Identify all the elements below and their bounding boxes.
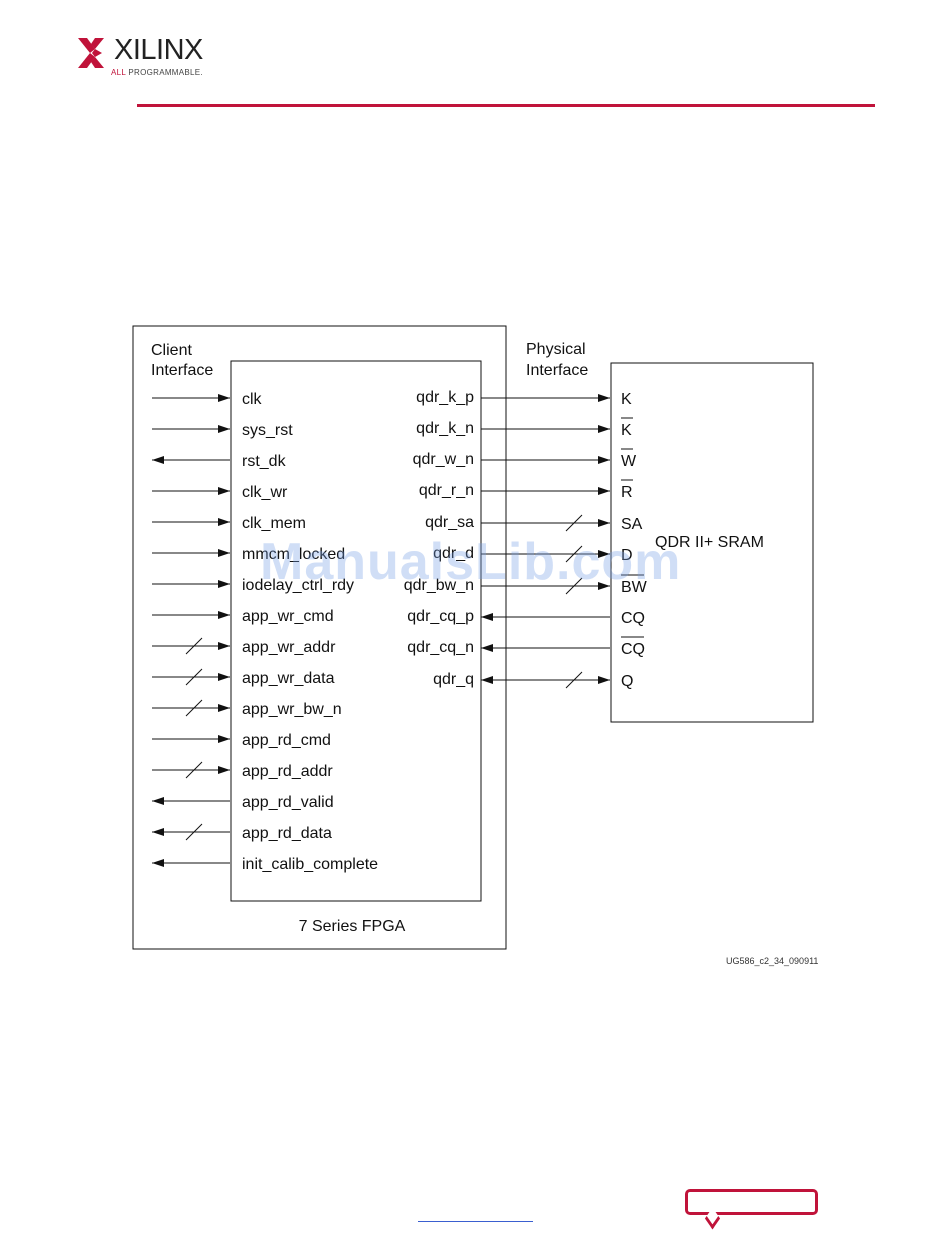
signal-label-qdr_cq_p: qdr_cq_p	[407, 608, 474, 625]
signal-label-iodelay_ctrl_rdy: iodelay_ctrl_rdy	[242, 577, 354, 594]
figure-id: UG586_c2_34_090911	[726, 956, 819, 966]
sram-pin-w: W	[621, 453, 637, 470]
sram-label: QDR II+ SRAM	[655, 534, 764, 551]
client-interface-label-1: Client	[151, 342, 192, 359]
signal-label-app_wr_bw_n: app_wr_bw_n	[242, 701, 342, 718]
signal-label-qdr_w_n: qdr_w_n	[413, 451, 474, 468]
signal-label-clk_mem: clk_mem	[242, 515, 306, 532]
signal-label-qdr_d: qdr_d	[433, 545, 474, 562]
fpga-label: 7 Series FPGA	[299, 918, 406, 935]
bus-slash	[565, 671, 583, 689]
bus-slash	[565, 514, 583, 532]
logo-tagline: ALL PROGRAMMABLE.	[111, 68, 203, 77]
signal-label-app_wr_addr: app_wr_addr	[242, 639, 336, 656]
sram-block	[610, 362, 814, 723]
signal-label-mmcm_locked: mmcm_locked	[242, 546, 345, 563]
watermark: ManualsLib.com	[260, 533, 682, 591]
signal-label-qdr_bw_n: qdr_bw_n	[404, 577, 474, 594]
xilinx-mark-icon	[78, 38, 104, 68]
footer-link[interactable]	[418, 1221, 533, 1222]
signal-label-clk: clk	[242, 391, 263, 408]
comment-bubble[interactable]	[685, 1189, 818, 1215]
physical-interface-label-2: Interface	[526, 362, 588, 379]
bus-slash	[185, 761, 203, 779]
bus-slash	[185, 699, 203, 717]
client-interface-label-2: Interface	[151, 362, 213, 379]
signal-label-app_rd_cmd: app_rd_cmd	[242, 732, 331, 749]
signal-label-clk_wr: clk_wr	[242, 484, 288, 501]
signal-label-app_wr_cmd: app_wr_cmd	[242, 608, 334, 625]
signal-label-qdr_sa: qdr_sa	[425, 514, 474, 531]
signal-label-app_rd_valid: app_rd_valid	[242, 794, 334, 811]
signal-label-qdr_k_n: qdr_k_n	[416, 420, 474, 437]
fpga-block	[230, 360, 482, 902]
signal-label-app_wr_data: app_wr_data	[242, 670, 335, 687]
physical-interface-label-1: Physical	[526, 341, 586, 358]
signal-label-app_rd_addr: app_rd_addr	[242, 763, 333, 780]
signal-label-rst_dk: rst_dk	[242, 453, 287, 470]
bus-slash	[565, 577, 583, 595]
signal-label-qdr_cq_n: qdr_cq_n	[407, 639, 474, 656]
signal-label-app_rd_data: app_rd_data	[242, 825, 332, 842]
bus-slash	[185, 823, 203, 841]
bus-slash	[185, 637, 203, 655]
bus-slash	[565, 545, 583, 563]
sram-pin-cq: CQ	[621, 610, 645, 627]
logo-wordmark: XILINX	[114, 34, 203, 66]
signal-label-qdr_q: qdr_q	[433, 671, 474, 688]
sram-pin-sa: SA	[621, 516, 643, 533]
xilinx-logo: XILINX ALL PROGRAMMABLE.	[78, 34, 218, 80]
sram-pin-bw: BW	[621, 579, 648, 596]
signal-label-sys_rst: sys_rst	[242, 422, 293, 439]
sram-pin-k: K	[621, 391, 632, 408]
sram-pin-d: D	[621, 547, 633, 564]
client-region-box	[132, 325, 507, 950]
signal-label-qdr_r_n: qdr_r_n	[419, 482, 474, 499]
bus-slash	[185, 668, 203, 686]
signal-label-init_calib_complete: init_calib_complete	[242, 856, 378, 873]
sram-pin-q: Q	[621, 673, 633, 690]
sram-pin-k: K	[621, 422, 632, 439]
header-rule	[137, 104, 875, 107]
sram-pin-r: R	[621, 484, 633, 501]
sram-pin-cq: CQ	[621, 641, 645, 658]
signal-label-qdr_k_p: qdr_k_p	[416, 389, 474, 406]
